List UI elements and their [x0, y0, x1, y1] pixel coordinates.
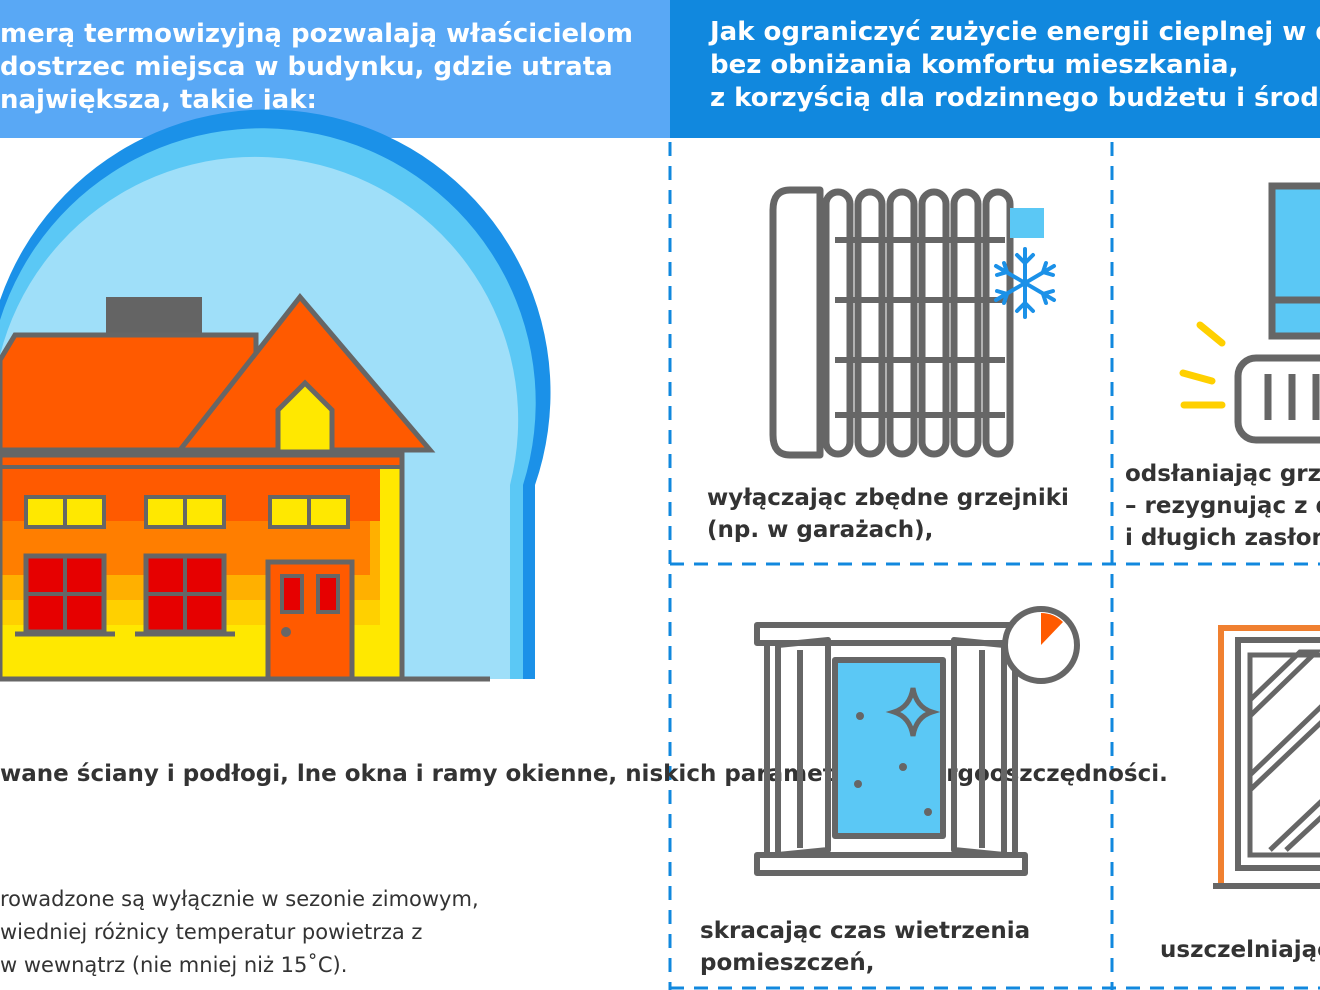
criteria-windows: lne okna i ramy okienne,: [296, 761, 618, 787]
notes-line-2: wiedniej różnicy temperatur powietrza z: [0, 920, 423, 944]
header-left-line-1: merą termowizyjną pozwalają właścicielom: [0, 19, 633, 49]
header-right-text: Jak ograniczyć zużycie energii cieplnej …: [710, 16, 1320, 115]
tip-curtains-line-2: – rezygnując z d: [1125, 493, 1320, 519]
tip-airing-line-1: skracając czas wietrzenia: [700, 918, 1031, 944]
notes-text: rowadzone są wyłącznie w sezonie zimowym…: [0, 883, 479, 982]
notes-line-3: w wewnątrz (nie mniej niż 15˚C).: [0, 953, 348, 977]
tip-radiators-line-1: wyłączając zbędne grzejniki: [707, 485, 1069, 511]
header-right-line-3: z korzyścią dla rodzinnego budżetu i śro…: [710, 83, 1320, 113]
tip-sealing-line-1: uszczelniając: [1160, 937, 1320, 963]
tip-curtains-caption: odsłaniając grz – rezygnując z d i długi…: [1125, 458, 1320, 554]
header-right-line-1: Jak ograniczyć zużycie energii cieplnej …: [710, 17, 1320, 47]
tip-radiators-line-2: (np. w garażach),: [707, 517, 934, 543]
criteria-list: wane ściany i podłogi, lne okna i ramy o…: [0, 757, 1168, 791]
header-right-band: Jak ograniczyć zużycie energii cieplnej …: [670, 0, 1320, 138]
tip-airing-line-2: pomieszczeń,: [700, 950, 875, 976]
header-left-band: merą termowizyjną pozwalają właścicielom…: [0, 0, 670, 138]
criteria-devices: niskich parametrach energooszczędności.: [625, 761, 1168, 787]
tip-sealing-caption: uszczelniając: [1160, 934, 1320, 966]
tip-radiators-caption: wyłączając zbędne grzejniki (np. w garaż…: [707, 482, 1069, 546]
header-left-text: merą termowizyjną pozwalają właścicielom…: [0, 18, 633, 117]
header-right-line-2: bez obniżania komfortu mieszkania,: [710, 50, 1239, 80]
tip-curtains-line-1: odsłaniając grz: [1125, 461, 1320, 487]
criteria-walls: wane ściany i podłogi,: [0, 761, 289, 787]
notes-line-1: rowadzone są wyłącznie w sezonie zimowym…: [0, 887, 479, 911]
tip-airing-caption: skracając czas wietrzenia pomieszczeń,: [700, 915, 1030, 979]
house-thermal-icon: [0, 109, 551, 682]
tip-curtains-line-3: i długich zasłon: [1125, 525, 1320, 551]
header-left-line-2: dostrzec miejsca w budynku, gdzie utrata: [0, 52, 613, 82]
